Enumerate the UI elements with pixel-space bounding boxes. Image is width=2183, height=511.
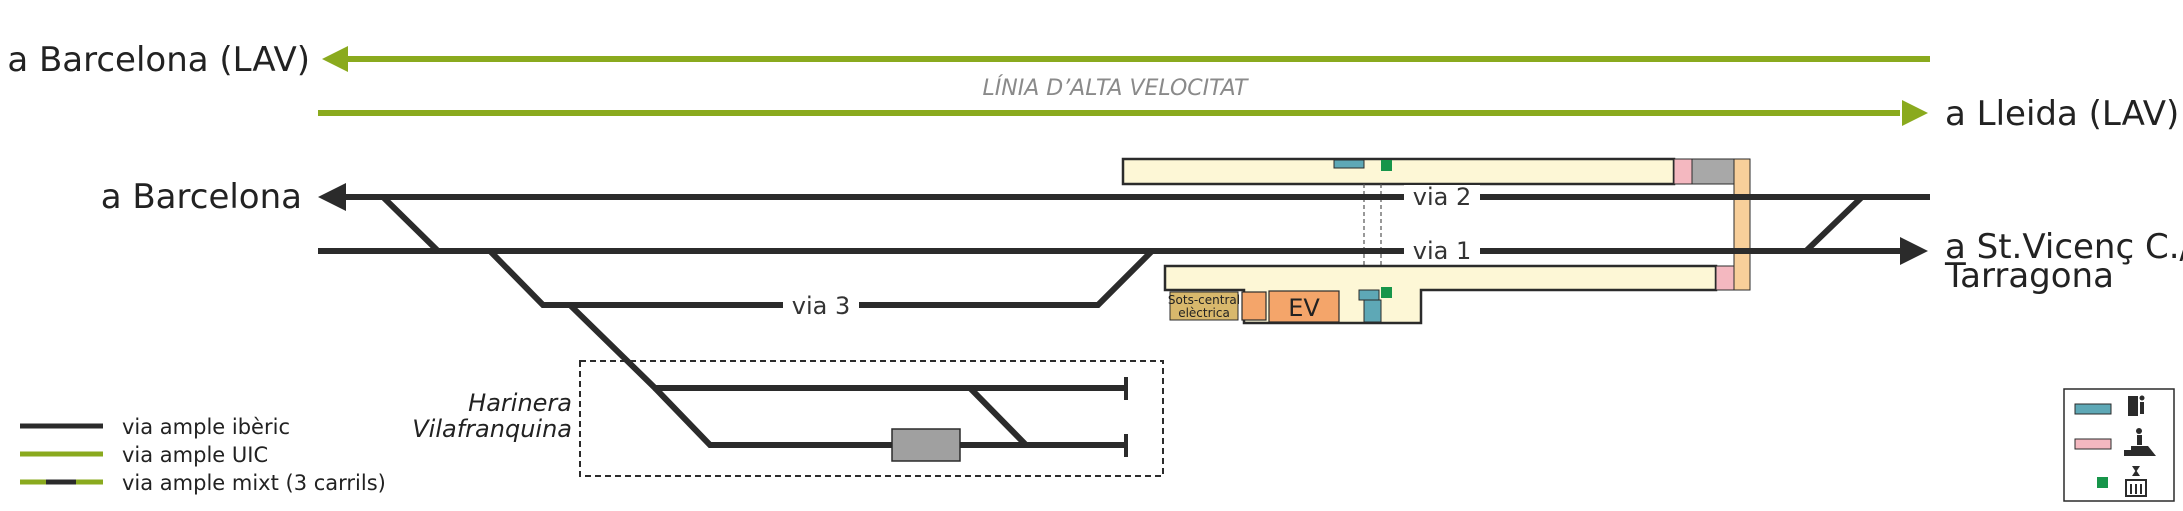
facility-name-line-1: Harinera — [468, 389, 572, 417]
lift-upper — [1381, 160, 1392, 171]
lift-swatch — [2097, 477, 2108, 488]
ticket-machine-lower — [1358, 289, 1380, 301]
lift-lower — [1381, 287, 1392, 298]
high-speed-lines — [318, 46, 1930, 126]
stairs-swatch — [2074, 438, 2112, 450]
legend: via ample ibèric via ample UIC via ample… — [20, 415, 386, 495]
hsl-label: LÍNIA D’ALTA VELOCITAT — [983, 75, 1250, 101]
destination-st-vicenc: a St.Vicenç C./ — [1945, 227, 2183, 267]
siding-lower — [652, 385, 1126, 448]
destination-barcelona: a Barcelona — [101, 177, 302, 217]
building-box — [1241, 291, 1267, 321]
arrow-right-icon — [1902, 100, 1928, 126]
stairs-upper — [1673, 158, 1693, 185]
warehouse — [891, 428, 961, 462]
via-2-label-bg — [1404, 185, 1480, 209]
via-1-label-bg — [1404, 239, 1480, 263]
destination-tarragona: Tarragona — [1944, 256, 2114, 296]
ticket-machine-icon — [2128, 395, 2145, 416]
via-1-label: via 1 — [1413, 237, 1471, 265]
destination-barcelona-lav: a Barcelona (LAV) — [7, 40, 310, 80]
iberian-tracks — [318, 194, 1930, 457]
legend-label-iberian: via ample ibèric — [122, 415, 290, 439]
siding-crossover — [967, 385, 1029, 448]
destination-lleida-lav: a Lleida (LAV) — [1945, 94, 2179, 134]
via-3-label-bg — [783, 293, 859, 317]
via-2-label: via 2 — [1413, 183, 1471, 211]
platform-upper — [1121, 157, 1676, 186]
substation-label-1: Sots-central — [1168, 293, 1240, 307]
via-3-label: via 3 — [792, 292, 850, 320]
underpass — [1733, 158, 1751, 291]
substation — [1169, 291, 1239, 321]
arrow-right-icon — [1900, 237, 1928, 265]
legend-label-uic: via ample UIC — [122, 443, 268, 467]
facility-name-line-2: Vilafranquina — [412, 415, 572, 443]
ev-building — [1268, 290, 1340, 323]
facility-boundary — [579, 360, 1164, 477]
ticket-machine-swatch — [2074, 403, 2112, 415]
stairs-lower — [1715, 265, 1735, 291]
legend-label-mixed: via ample mixt (3 carrils) — [122, 471, 386, 495]
shelter-upper — [1691, 158, 1735, 185]
station — [1121, 157, 1751, 325]
ticket-machine-upper — [1333, 159, 1365, 169]
crossover-left — [380, 194, 441, 254]
ev-label: EV — [1288, 294, 1320, 322]
substation-label-2: elèctrica — [1178, 306, 1230, 320]
arrow-left-icon — [318, 183, 346, 211]
lift-icon — [2125, 466, 2147, 497]
crossover-right — [1803, 194, 1865, 254]
stairs-icon — [2124, 428, 2156, 456]
arrow-left-icon — [322, 46, 348, 72]
stair-block-lower — [1363, 299, 1382, 323]
icon-key — [2063, 388, 2175, 502]
